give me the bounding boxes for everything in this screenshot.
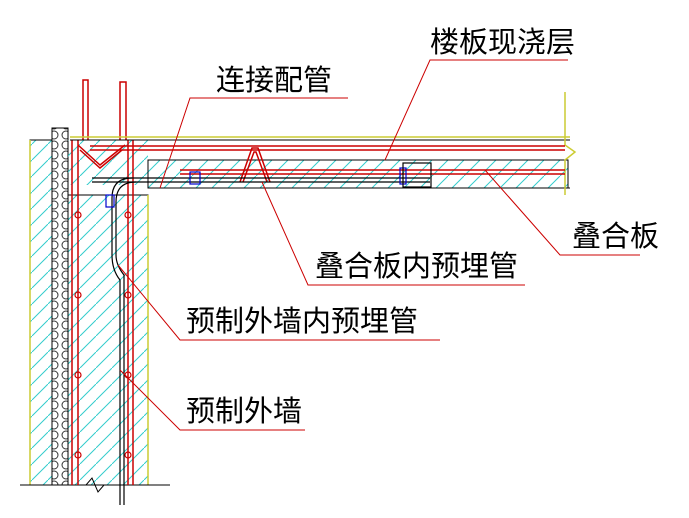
- label-connecting-pipe: 连接配管: [216, 63, 332, 97]
- embedded-pipe: [92, 177, 430, 505]
- label-precast-exterior-wall: 预制外墙: [186, 394, 302, 428]
- label-embedded-pipe-in-slab: 叠合板内预埋管: [315, 249, 518, 283]
- leader-lines: [117, 59, 640, 431]
- slab-rebar: [90, 145, 565, 183]
- label-composite-slab: 叠合板: [572, 219, 659, 253]
- label-cast-in-place-layer: 楼板现浇层: [430, 25, 575, 59]
- precast-exterior-wall: [20, 127, 170, 493]
- label-embedded-pipe-in-wall: 预制外墙内预埋管: [186, 304, 418, 338]
- wall-rebar: [71, 79, 134, 485]
- pipe-fittings: [105, 162, 432, 208]
